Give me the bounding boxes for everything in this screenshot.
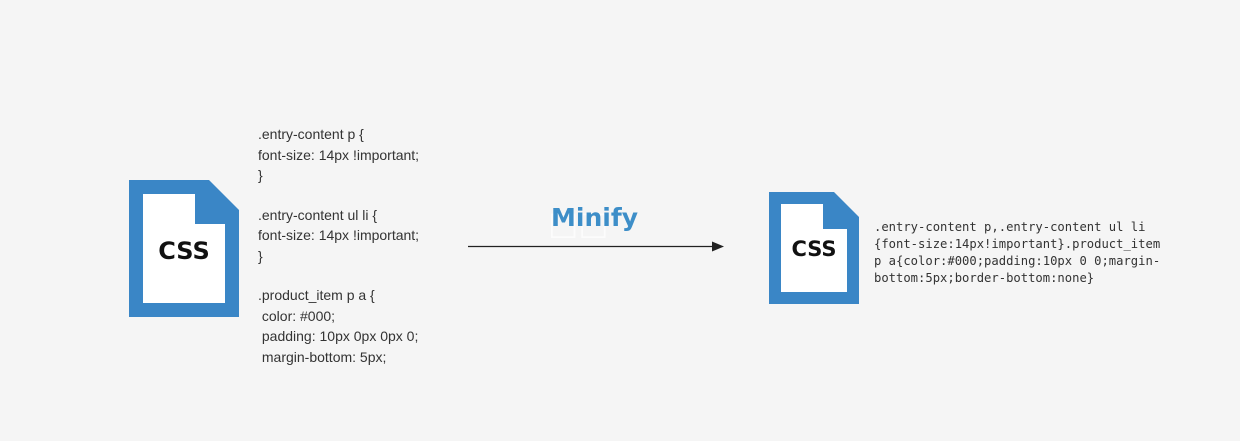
code-line: {font-size:14px!important}.product_item xyxy=(874,237,1161,251)
code-line: color: #000; xyxy=(258,307,336,324)
source-css-code: .entry-content p { font-size: 14px !impor… xyxy=(258,124,419,386)
code-line: bottom:5px;border-bottom:none} xyxy=(874,271,1095,285)
minified-css-code: .entry-content p,.entry-content ul li {fo… xyxy=(874,219,1160,287)
arrow-right-icon xyxy=(468,241,724,252)
code-line: .entry-content p { xyxy=(258,126,364,142)
file-type-label: CSS xyxy=(158,237,210,265)
code-line: .product_item p a { xyxy=(258,287,375,303)
watermark: □□ xyxy=(548,204,609,242)
code-line: p a{color:#000;padding:10px 0 0;margin- xyxy=(874,254,1161,268)
code-line: } xyxy=(258,247,263,264)
document-icon-shape xyxy=(769,192,859,304)
code-line: font-size: 14px !important; xyxy=(258,227,420,243)
css-file-icon: CSS xyxy=(129,180,239,317)
code-line: .entry-content p,.entry-content ul li xyxy=(874,220,1146,234)
css-rule-block: .entry-content ul li { font-size: 14px !i… xyxy=(258,205,419,267)
css-rule-block: .entry-content p { font-size: 14px !impor… xyxy=(258,124,419,186)
css-rule-block: .product_item p a { color: #000; padding… xyxy=(258,285,419,367)
code-line: padding: 10px 0px 0px 0; xyxy=(258,328,419,344)
minify-label: Minify xyxy=(551,203,638,232)
file-type-label: CSS xyxy=(791,237,837,261)
code-line: } xyxy=(258,167,263,183)
minified-css-file-icon: CSS xyxy=(769,192,859,304)
code-line: font-size: 14px !important; xyxy=(258,146,420,163)
code-line: .entry-content ul li { xyxy=(258,206,378,223)
document-icon-shape xyxy=(129,180,239,317)
code-line: margin-bottom: 5px; xyxy=(258,348,387,365)
